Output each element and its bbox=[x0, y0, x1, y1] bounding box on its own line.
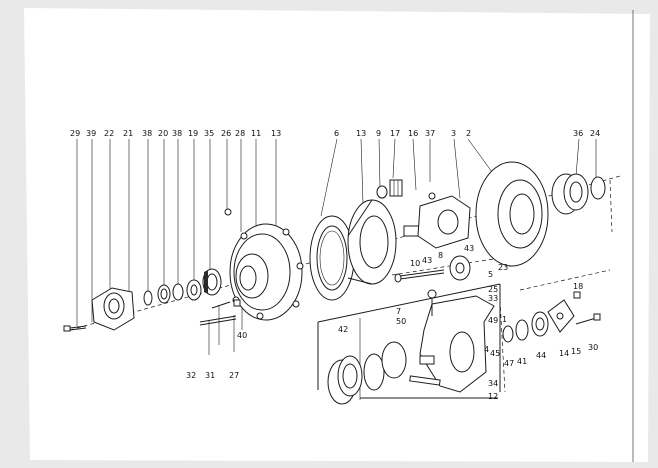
callout-labels: 29 39 22 21 38 20 38 19 35 26 28 11 13 6… bbox=[70, 129, 600, 401]
part-11-hub-housing bbox=[224, 208, 304, 321]
group-bracket bbox=[317, 283, 501, 399]
rings-38-20-19 bbox=[143, 279, 202, 306]
part-2-flange bbox=[475, 161, 549, 267]
callout-7: 7 bbox=[396, 307, 401, 316]
part-29-bolt bbox=[63, 325, 87, 332]
part-24-snap-ring bbox=[590, 176, 606, 200]
part-18-screw bbox=[573, 291, 581, 299]
callout-13-a: 13 bbox=[271, 129, 281, 138]
callout-16: 16 bbox=[408, 129, 418, 138]
callout-38-a: 38 bbox=[142, 129, 152, 138]
part-36-bearing bbox=[551, 173, 589, 215]
callout-12: 12 bbox=[488, 392, 498, 401]
callout-4: 4 bbox=[484, 345, 489, 354]
callout-47: 47 bbox=[504, 359, 514, 368]
callout-1: 1 bbox=[502, 315, 507, 324]
callout-8: 8 bbox=[438, 251, 443, 260]
callout-42: 42 bbox=[338, 325, 348, 334]
callout-37: 37 bbox=[425, 129, 435, 138]
callout-49: 49 bbox=[488, 316, 498, 325]
callout-45: 45 bbox=[490, 349, 500, 358]
callout-30: 30 bbox=[588, 343, 598, 352]
callout-21: 21 bbox=[123, 129, 133, 138]
callout-10: 10 bbox=[410, 259, 420, 268]
part-22-cap bbox=[91, 287, 135, 331]
callout-25: 25 bbox=[488, 285, 498, 294]
callout-32: 32 bbox=[186, 371, 196, 380]
callout-44: 44 bbox=[536, 351, 546, 360]
callout-29: 29 bbox=[70, 129, 80, 138]
callout-5: 5 bbox=[488, 270, 493, 279]
callout-17: 17 bbox=[390, 129, 400, 138]
callout-38-b: 38 bbox=[172, 129, 182, 138]
callout-31: 31 bbox=[205, 371, 215, 380]
callout-24: 24 bbox=[590, 129, 600, 138]
part-14-plate bbox=[547, 299, 575, 333]
callout-3: 3 bbox=[451, 129, 456, 138]
callout-50: 50 bbox=[396, 317, 406, 326]
callout-26: 26 bbox=[221, 129, 231, 138]
part-13-drum bbox=[347, 199, 397, 285]
callout-13-b: 13 bbox=[356, 129, 366, 138]
callout-27: 27 bbox=[229, 371, 239, 380]
callout-22: 22 bbox=[104, 129, 114, 138]
callout-43-b: 43 bbox=[464, 244, 474, 253]
part-6-ring-gear bbox=[309, 215, 355, 301]
callout-11: 11 bbox=[251, 129, 261, 138]
callout-35: 35 bbox=[204, 129, 214, 138]
callout-23: 23 bbox=[498, 263, 508, 272]
parts-31-32-bolts bbox=[199, 299, 241, 326]
callout-36: 36 bbox=[573, 129, 583, 138]
callout-40: 40 bbox=[237, 331, 247, 340]
part-5-gear bbox=[394, 255, 471, 283]
callout-34: 34 bbox=[488, 379, 498, 388]
parts-47-41-44 bbox=[502, 311, 549, 343]
callout-15: 15 bbox=[571, 347, 581, 356]
callout-28: 28 bbox=[235, 129, 245, 138]
callout-6: 6 bbox=[334, 129, 339, 138]
part-30-bolt bbox=[575, 313, 601, 325]
callout-20: 20 bbox=[158, 129, 168, 138]
part-35-bearing bbox=[202, 268, 222, 296]
assembly-axes bbox=[69, 175, 621, 393]
part-45-knuckle bbox=[419, 289, 495, 393]
part-9-17-gear bbox=[376, 179, 403, 199]
part-34-pin bbox=[409, 375, 441, 386]
callout-33: 33 bbox=[488, 294, 498, 303]
callout-14: 14 bbox=[559, 349, 569, 358]
callout-39: 39 bbox=[86, 129, 96, 138]
callout-43-a: 43 bbox=[422, 256, 432, 265]
part-42-bearing bbox=[327, 341, 407, 405]
callout-41: 41 bbox=[517, 357, 527, 366]
callout-19: 19 bbox=[188, 129, 198, 138]
callout-18: 18 bbox=[573, 282, 583, 291]
callout-2: 2 bbox=[466, 129, 471, 138]
callout-9: 9 bbox=[376, 129, 381, 138]
part-3-planet-carrier bbox=[403, 192, 471, 249]
